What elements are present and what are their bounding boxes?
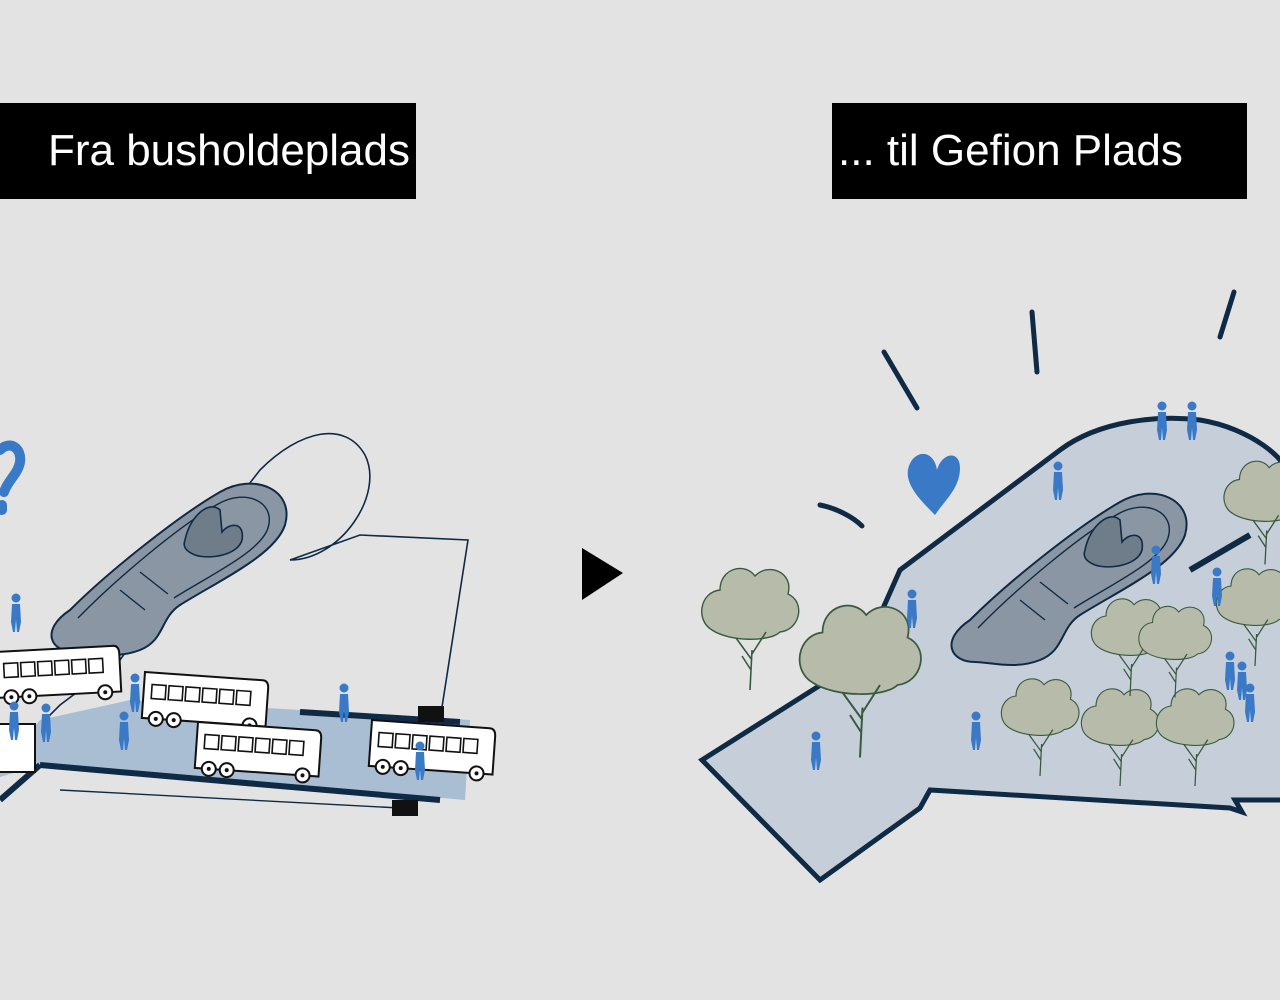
gefion-plads-scene	[698, 289, 1280, 884]
before-label: Fra busholdeplads	[0, 103, 416, 199]
person-icon	[11, 593, 21, 632]
after-label: ... til Gefion Plads	[832, 103, 1247, 199]
arrow-right-icon	[582, 548, 623, 600]
heart-icon	[907, 453, 960, 515]
bus-stop-scene	[0, 432, 497, 816]
question-mark-icon	[0, 440, 26, 515]
bus-icon	[0, 644, 123, 706]
